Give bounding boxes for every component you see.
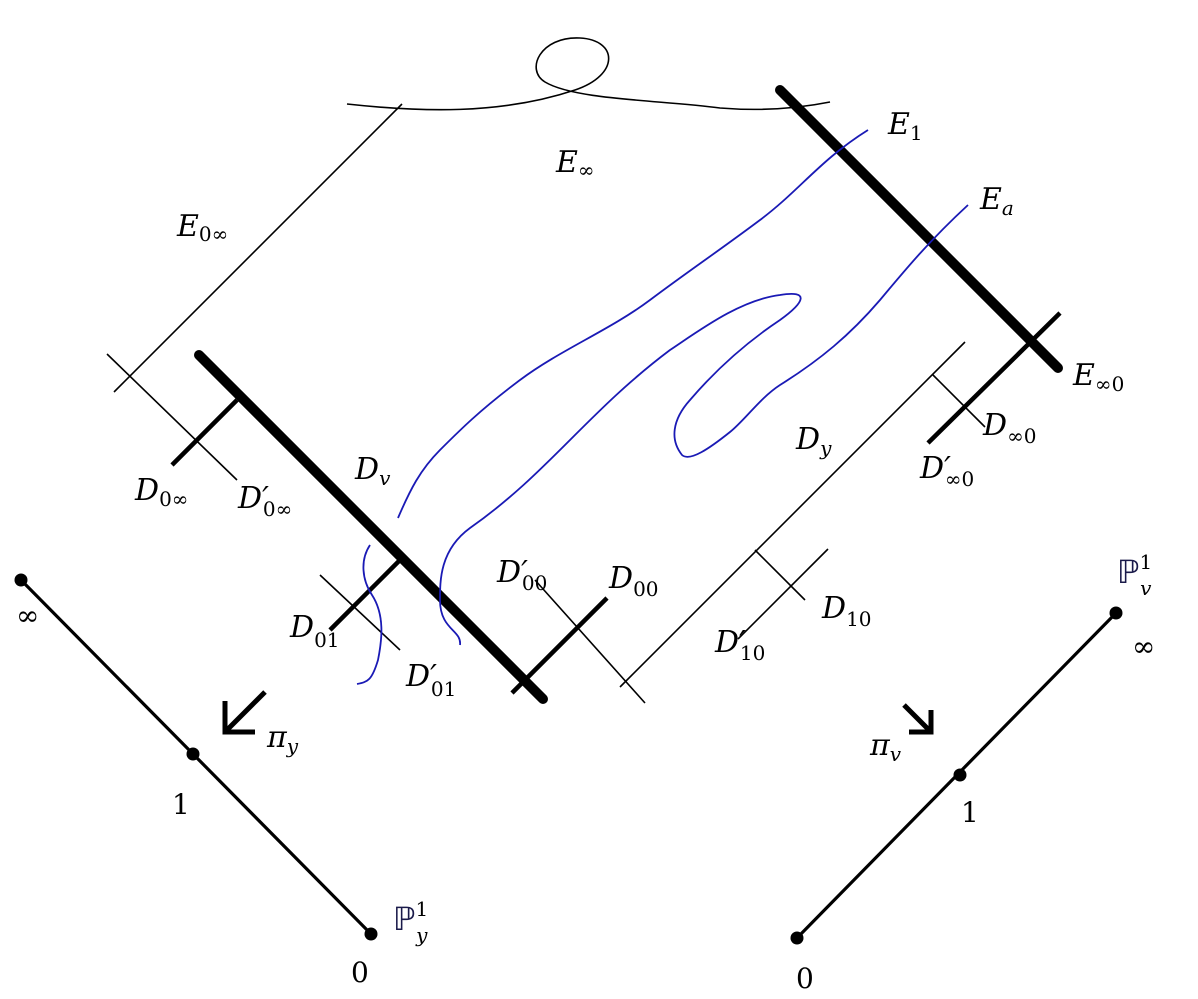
segment-d-01 bbox=[328, 558, 402, 632]
point-left-zero bbox=[364, 927, 378, 941]
label-d-0-infinity: D0∞ bbox=[134, 473, 188, 511]
label-e-infinity-0: E∞0 bbox=[1072, 358, 1124, 396]
label-left-infinity: ∞ bbox=[16, 599, 39, 632]
label-left-one: 1 bbox=[172, 788, 190, 821]
segment-d-0-infinity bbox=[170, 398, 239, 467]
label-d-01: D01 bbox=[289, 610, 340, 652]
tick-left-top bbox=[106, 353, 238, 481]
label-d-00: D00 bbox=[608, 561, 659, 601]
segment-d-00-prime bbox=[534, 579, 646, 704]
label-d-v: Dv bbox=[354, 452, 391, 490]
point-left-infinity bbox=[14, 573, 28, 587]
line-d-v bbox=[194, 350, 548, 704]
label-right-one: 1 bbox=[961, 796, 979, 829]
label-d-01-prime: D′01 bbox=[405, 659, 456, 701]
label-d-infinity-0: D∞0 bbox=[982, 408, 1036, 448]
line-e-0-infinity bbox=[113, 103, 403, 393]
segment-d-infinity-0 bbox=[926, 311, 1062, 445]
label-d-infinity-0-prime: D′∞0 bbox=[919, 451, 974, 491]
point-left-one bbox=[186, 747, 200, 761]
line-d-y bbox=[619, 341, 966, 688]
label-left-zero: 0 bbox=[351, 956, 369, 989]
segment-d-10 bbox=[737, 548, 829, 640]
label-pi-y: πy bbox=[266, 720, 299, 758]
point-right-one bbox=[953, 768, 967, 782]
label-pi-v: πv bbox=[869, 728, 902, 766]
label-d-10: D10 bbox=[821, 591, 872, 631]
curve-d-v-crossing bbox=[356, 544, 383, 685]
label-e-0-infinity: E0∞ bbox=[176, 209, 228, 246]
curve-e-infinity bbox=[346, 37, 831, 111]
label-right-zero: 0 bbox=[796, 962, 814, 995]
segment-d-00 bbox=[510, 596, 609, 695]
label-d-y: Dy bbox=[795, 422, 832, 460]
point-right-zero bbox=[790, 931, 804, 945]
curve-e-1 bbox=[397, 129, 869, 519]
segment-d-01-prime bbox=[319, 574, 401, 651]
point-right-infinity bbox=[1109, 606, 1123, 620]
arrow-pi-y bbox=[222, 690, 267, 735]
label-e-a: Ea bbox=[979, 182, 1014, 220]
label-right-infinity: ∞ bbox=[1132, 630, 1155, 663]
curve-e-a bbox=[439, 204, 969, 646]
label-d-00-prime: D′00 bbox=[496, 555, 547, 595]
segment-d-infinity-0-prime bbox=[932, 374, 986, 428]
label-d-10-prime: D′10 bbox=[714, 625, 765, 665]
label-d-0-infinity-prime: D′0∞ bbox=[237, 481, 292, 521]
label-e-1: E1 bbox=[887, 107, 923, 145]
segment-d-10-prime bbox=[754, 549, 806, 601]
label-e-infinity: E∞ bbox=[555, 145, 595, 182]
line-e-infinity-0 bbox=[775, 85, 1063, 373]
arrow-pi-v bbox=[902, 703, 934, 735]
